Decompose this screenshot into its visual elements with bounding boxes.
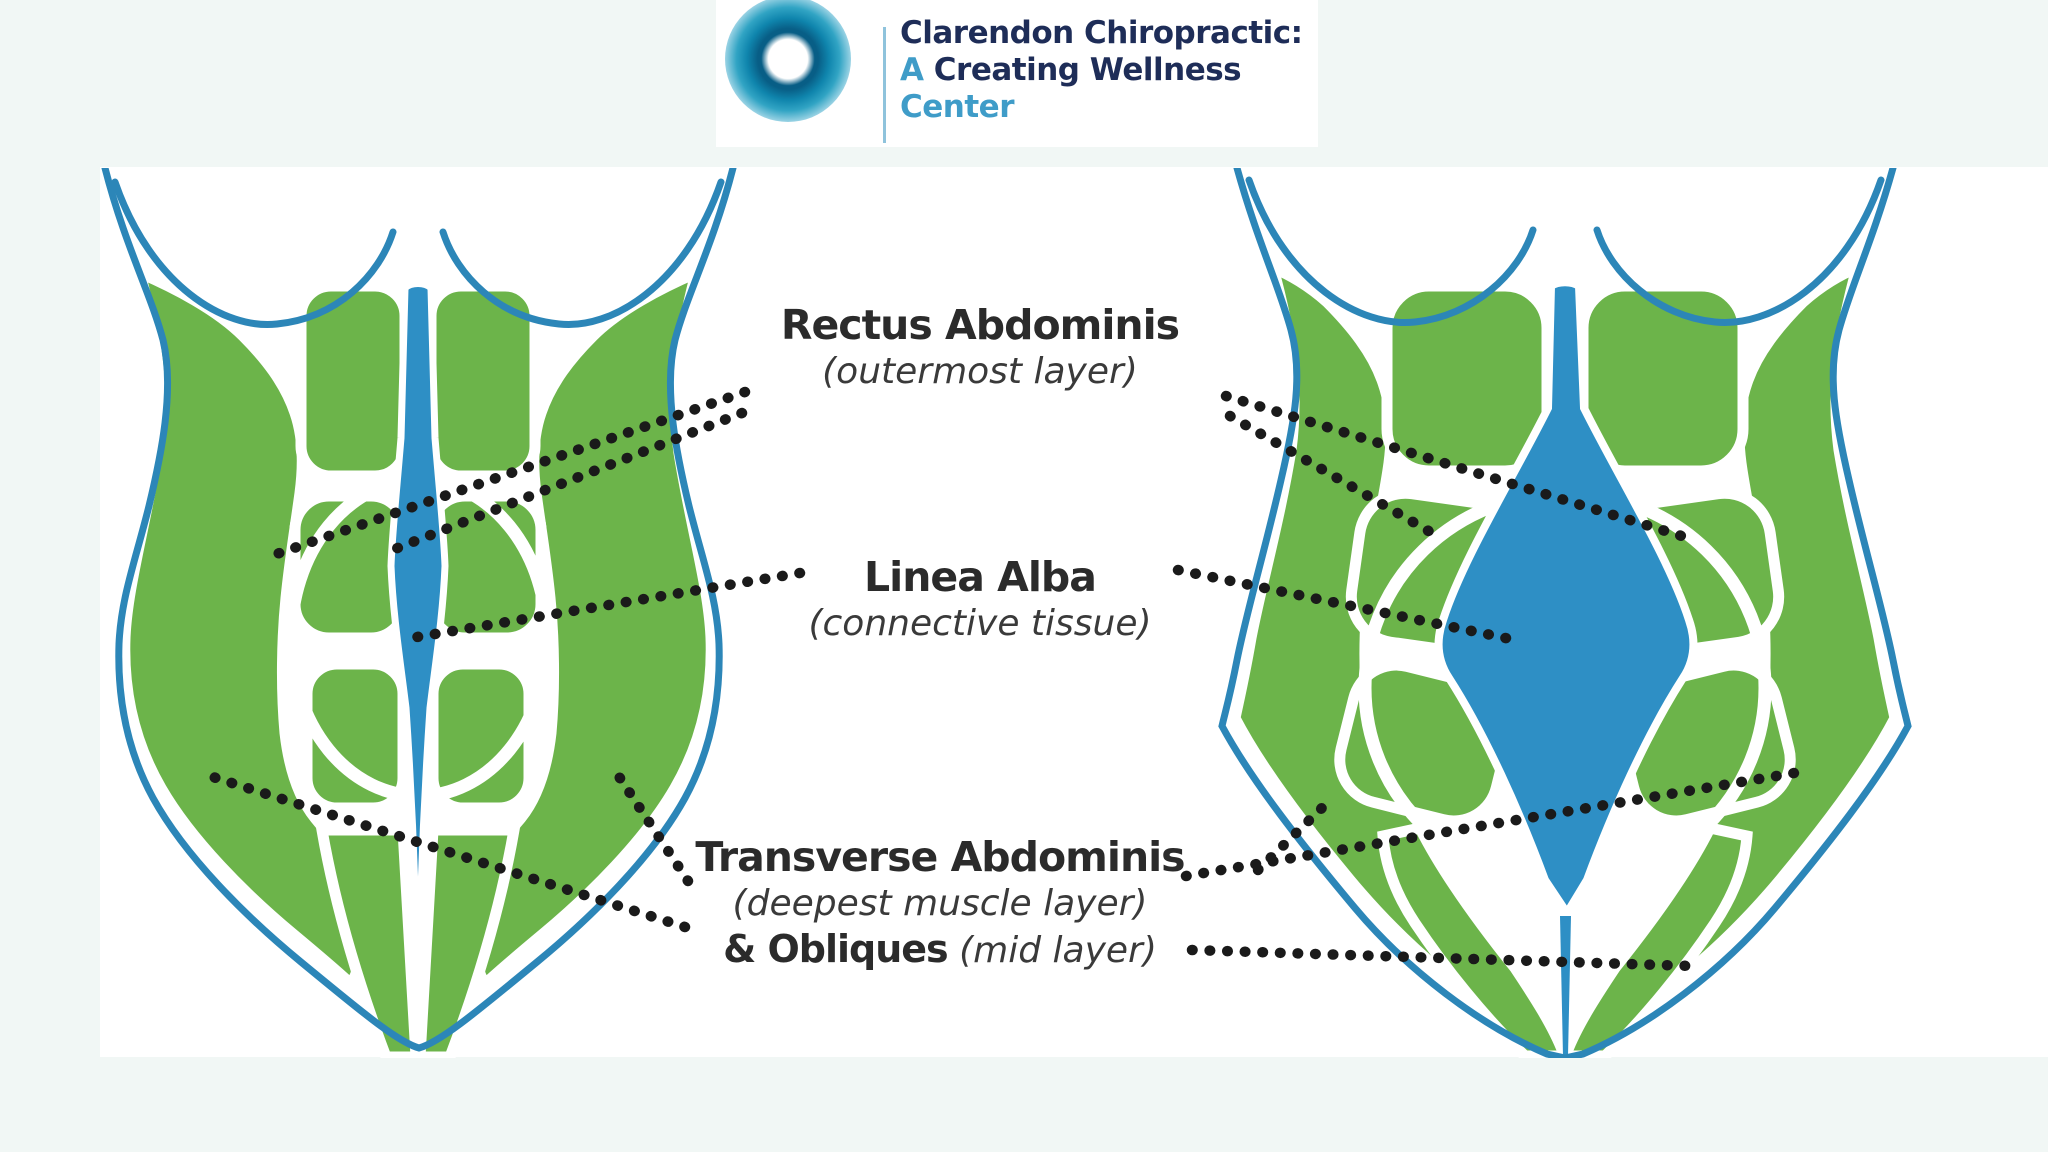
label-title: Rectus Abdominis — [780, 301, 1180, 349]
label-subtitle: (connective tissue) — [808, 603, 1152, 645]
torso-diastasis-figure — [1218, 168, 1912, 1058]
label-line3: & Obliques (mid layer) — [723, 926, 1157, 971]
label-rectus-abdominis: Rectus Abdominis (outermost layer) — [700, 300, 1260, 394]
label-title: Linea Alba — [864, 553, 1097, 601]
chest-arc-right — [1593, 176, 1885, 327]
logo-divider — [883, 27, 886, 143]
chest-arc-right — [439, 178, 725, 329]
clinic-logo: Clarendon Chiropractic: A Creating Welln… — [716, 0, 1318, 147]
chest-arc-left — [1245, 176, 1537, 327]
label-linea-alba: Linea Alba (connective tissue) — [700, 552, 1260, 646]
label-subtitle: (outermost layer) — [822, 351, 1138, 393]
label-transverse-abdominis: Transverse Abdominis (deepest muscle lay… — [660, 832, 1220, 973]
logo-line-2: A Creating Wellness — [900, 52, 1242, 88]
rectus-segment — [1381, 280, 1553, 477]
torso-normal-figure — [101, 168, 737, 1058]
label-subtitle: (deepest muscle layer) — [732, 883, 1148, 925]
label-title: Transverse Abdominis — [695, 833, 1185, 881]
logo-line-1: Clarendon Chiropractic: — [900, 15, 1303, 51]
rectus-segment — [1577, 280, 1749, 477]
logo-line-3: Center — [900, 89, 1014, 125]
logo-text: Clarendon Chiropractic: A Creating Welln… — [900, 15, 1303, 126]
chest-arc-left — [111, 178, 397, 329]
logo-ring-icon — [725, 0, 851, 122]
